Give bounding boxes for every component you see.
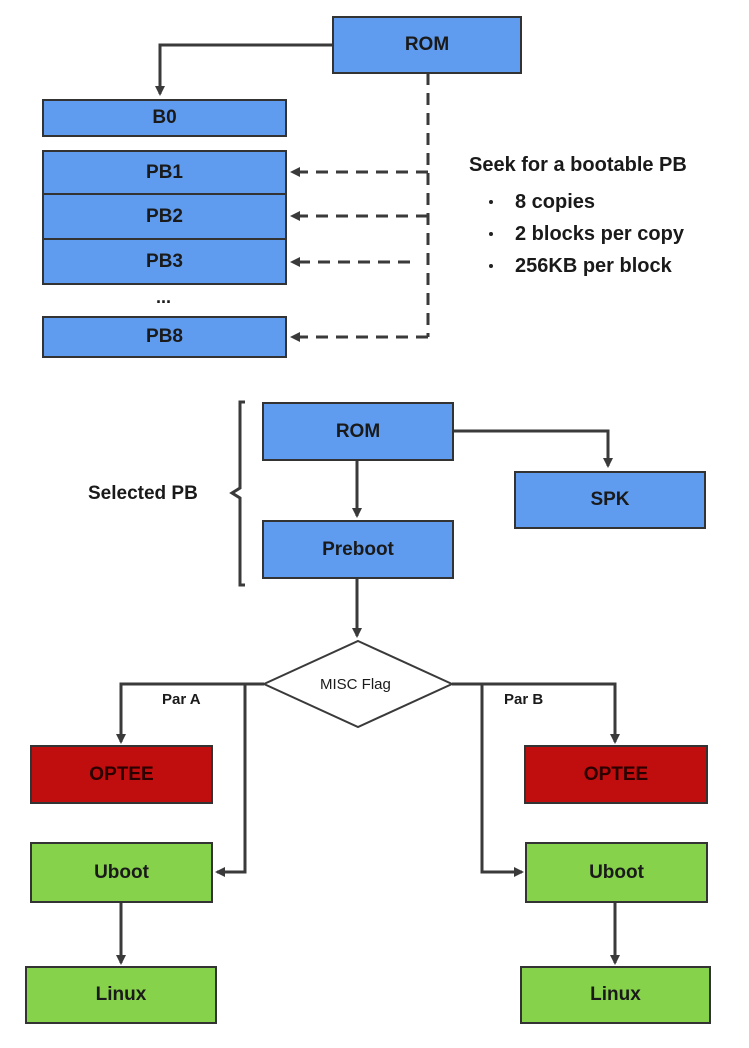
bullet-text: 256KB per block	[515, 254, 672, 277]
bullet-item: 256KB per block	[489, 250, 684, 282]
bullet-dot-icon	[489, 232, 493, 236]
b0-block: B0	[42, 99, 287, 137]
bullet-text: 8 copies	[515, 190, 596, 213]
seek-bullet-list: 8 copies 2 blocks per copy 256KB per blo…	[489, 186, 684, 282]
linux-b-box: Linux	[520, 966, 711, 1024]
preboot-label: Preboot	[322, 538, 394, 560]
bullet-dot-icon	[489, 200, 493, 204]
optee-a-box: OPTEE	[30, 745, 213, 804]
pb8-block: PB8	[42, 316, 287, 358]
par-a-label: Par A	[162, 691, 201, 708]
rom-label-top: ROM	[404, 34, 450, 55]
uboot-b-label: Uboot	[589, 861, 644, 883]
bullet-dot-icon	[489, 264, 493, 268]
seek-title: Seek for a bootable PB	[469, 154, 687, 176]
misc-flag-diamond	[261, 639, 455, 729]
bullet-text: 2 blocks per copy	[515, 222, 684, 245]
pb3-label: PB3	[146, 250, 183, 272]
optee-b-label: OPTEE	[583, 763, 649, 785]
spk-label: SPK	[590, 489, 630, 510]
linux-a-box: Linux	[25, 966, 217, 1024]
pb1-label: PB1	[146, 161, 183, 183]
bullet-item: 2 blocks per copy	[489, 218, 684, 250]
optee-b-box: OPTEE	[524, 745, 708, 804]
arrow-misc-to-uboot-a	[215, 684, 247, 877]
spk-box: SPK	[514, 471, 706, 529]
selected-pb-brace	[229, 400, 245, 587]
linux-b-label: Linux	[590, 984, 641, 1005]
pb3-block: PB3	[42, 238, 287, 285]
b0-label: B0	[152, 107, 177, 128]
ellipsis-label: ...	[156, 287, 172, 307]
optee-a-label: OPTEE	[89, 763, 154, 785]
rom-label-bottom: ROM	[335, 420, 381, 442]
uboot-a-box: Uboot	[30, 842, 213, 903]
arrow-rom-to-b0	[155, 43, 332, 96]
pb1-block: PB1	[42, 150, 287, 195]
pb8-label: PB8	[146, 326, 183, 347]
linux-a-label: Linux	[95, 984, 147, 1005]
arrow-misc-to-optee-a	[116, 682, 264, 744]
rom-box-bottom: ROM	[262, 402, 454, 461]
bullet-item: 8 copies	[489, 186, 684, 218]
misc-flag-label: MISC Flag	[320, 676, 391, 693]
preboot-box: Preboot	[262, 520, 454, 579]
uboot-b-box: Uboot	[525, 842, 708, 903]
arrow-misc-to-optee-b	[452, 682, 620, 744]
par-b-label: Par B	[504, 691, 544, 708]
rom-box-top: ROM	[332, 16, 522, 74]
selected-pb-label: Selected PB	[88, 483, 198, 504]
pb2-block: PB2	[42, 193, 287, 240]
arrow-rom-to-spk	[454, 429, 613, 468]
uboot-a-label: Uboot	[94, 861, 149, 883]
arrow-misc-to-uboot-b	[480, 684, 524, 877]
pb2-label: PB2	[146, 205, 183, 227]
